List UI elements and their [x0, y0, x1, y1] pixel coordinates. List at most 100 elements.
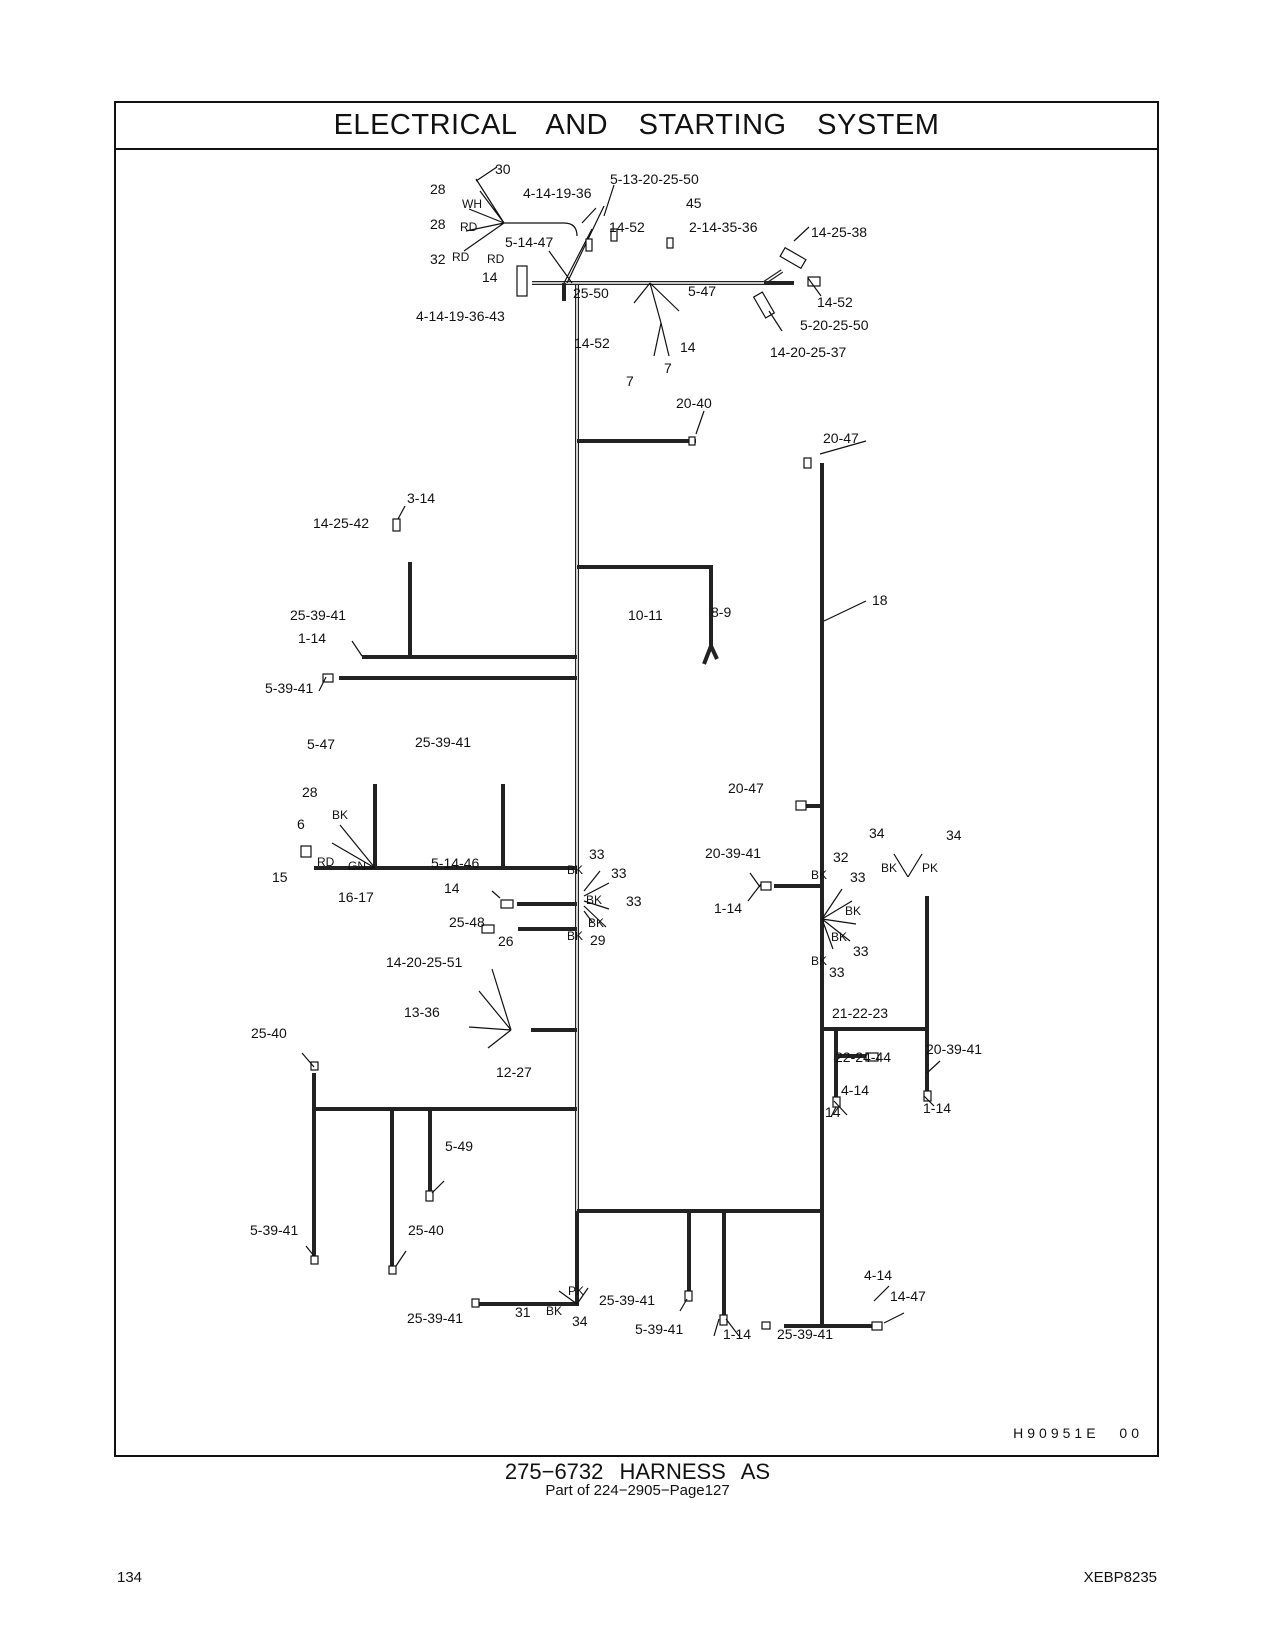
page-title: ELECTRICAL AND STARTING SYSTEM	[116, 103, 1157, 150]
label: 33	[853, 943, 869, 959]
label: 28	[430, 216, 446, 232]
label: 25-50	[573, 285, 609, 301]
drawing-frame: ELECTRICAL AND STARTING SYSTEM H90951E 0…	[114, 101, 1159, 1457]
label: 7	[664, 360, 672, 376]
label: 25-39-41	[599, 1292, 655, 1308]
label: 14	[482, 269, 498, 285]
label: 25-48	[449, 914, 485, 930]
label: 14-52	[574, 335, 610, 351]
label: 13-36	[404, 1004, 440, 1020]
drawing-id: H90951E 00	[1013, 1425, 1143, 1441]
label: 25-39-41	[290, 607, 346, 623]
label: 5-47	[688, 283, 716, 299]
label: 18	[872, 592, 888, 608]
label: 15	[272, 869, 288, 885]
label: 25-40	[251, 1025, 287, 1041]
label: 21-22-23	[832, 1005, 888, 1021]
label: 14	[444, 880, 460, 896]
label: 5-14-47	[505, 234, 553, 250]
label: 10-11	[628, 607, 663, 623]
label: 45	[686, 195, 702, 211]
label: 30	[495, 161, 511, 177]
label: 34	[869, 825, 885, 841]
label: 4-14	[864, 1267, 892, 1283]
harness-diagram: 30 28 WH 4-14-19-36 5-13-20-25-50 45 28 …	[250, 161, 982, 1342]
label: 14-25-42	[313, 515, 369, 531]
breakout-leads	[331, 178, 923, 1305]
label: 32	[430, 251, 446, 267]
label: 4-14-19-36	[523, 185, 592, 201]
label: 14	[825, 1104, 841, 1120]
label: PK	[568, 1284, 584, 1298]
label: 29	[590, 932, 606, 948]
label: 8-9	[711, 604, 731, 620]
label: 14-25-38	[811, 224, 867, 240]
label: 26	[498, 933, 514, 949]
label: 5-14-46	[431, 855, 479, 871]
connectors	[300, 228, 932, 1331]
harness-subtitle: Part of 224−2905−Page127	[545, 1482, 730, 1499]
label: 5-39-41	[250, 1222, 298, 1238]
label: BK	[588, 916, 604, 930]
label: BK	[567, 929, 583, 943]
label: 14-20-25-37	[770, 344, 846, 360]
pointer-lines	[301, 166, 941, 1337]
page-number: 134	[117, 1569, 143, 1586]
label: 5-49	[445, 1138, 473, 1154]
label: 14-20-25-51	[386, 954, 462, 970]
label: 28	[430, 181, 446, 197]
label: PK	[922, 861, 938, 875]
label: 32	[833, 849, 849, 865]
label: 20-47	[823, 430, 859, 446]
label: 1-14	[723, 1326, 751, 1342]
label: 6	[297, 816, 305, 832]
label: 14-52	[817, 294, 853, 310]
harness-title: 275−6732 HARNESS AS	[504, 1459, 771, 1484]
label: 4-14	[841, 1082, 869, 1098]
label: 25-39-41	[415, 734, 471, 750]
label: BK	[811, 954, 827, 968]
label: RD	[452, 250, 470, 264]
label: WH	[462, 197, 482, 211]
label: 33	[626, 893, 642, 909]
label: 5-13-20-25-50	[610, 171, 699, 187]
label: 34	[572, 1313, 588, 1329]
label: 1-14	[923, 1100, 951, 1116]
label: RD	[487, 252, 505, 266]
label: 25-39-41	[407, 1310, 463, 1326]
label: 20-39-41	[705, 845, 761, 861]
label: RD	[317, 855, 335, 869]
label: BK	[845, 904, 861, 918]
label: BK	[881, 861, 897, 875]
label: 28	[302, 784, 318, 800]
label: BK	[811, 868, 827, 882]
label: 4-14-19-36-43	[416, 308, 505, 324]
label: 22-24-44	[835, 1049, 891, 1065]
label: 31	[515, 1304, 531, 1320]
label: BK	[567, 863, 583, 877]
label: 3-14	[407, 490, 435, 506]
label: 33	[850, 869, 866, 885]
label: 5-20-25-50	[800, 317, 869, 333]
label: 20-47	[728, 780, 764, 796]
label: 7	[626, 373, 634, 389]
label: 25-40	[408, 1222, 444, 1238]
label: 5-47	[307, 736, 335, 752]
label: 20-39-41	[926, 1041, 982, 1057]
label: BK	[831, 930, 847, 944]
label: 12-27	[496, 1064, 532, 1080]
label: 14-52	[609, 219, 645, 235]
document-code: XEBP8235	[1083, 1569, 1157, 1586]
label: BK	[586, 893, 602, 907]
label: BK	[332, 808, 348, 822]
label: 34	[946, 827, 962, 843]
wire-labels: 30 28 WH 4-14-19-36 5-13-20-25-50 45 28 …	[250, 161, 982, 1342]
label: GN	[348, 859, 366, 873]
label: 25-39-41	[777, 1326, 833, 1342]
label: 5-39-41	[265, 680, 313, 696]
label: 20-40	[676, 395, 712, 411]
label: 14-47	[890, 1288, 926, 1304]
label: BK	[546, 1304, 562, 1318]
label: 1-14	[714, 900, 742, 916]
label: 1-14	[298, 630, 326, 646]
